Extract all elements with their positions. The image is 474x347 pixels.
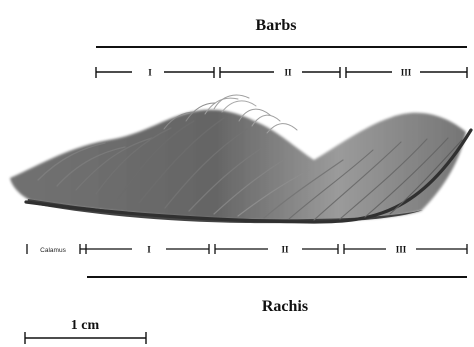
feather-image — [10, 95, 471, 223]
barbs-segment-3-label: III — [401, 68, 412, 78]
rachis-segment-3-label: III — [396, 245, 407, 255]
scale-label: 1 cm — [71, 318, 100, 333]
rachis-label: Rachis — [262, 298, 308, 315]
barbs-segment-1-label: I — [148, 68, 152, 78]
scale-bar — [25, 332, 146, 344]
barbs-label: Barbs — [256, 17, 297, 34]
rachis-segment-1-label: I — [147, 245, 151, 255]
barbs-segment-2-label: II — [284, 68, 292, 78]
calamus-label: Calamus — [40, 247, 66, 254]
rachis-segment-2-label: II — [281, 245, 289, 255]
